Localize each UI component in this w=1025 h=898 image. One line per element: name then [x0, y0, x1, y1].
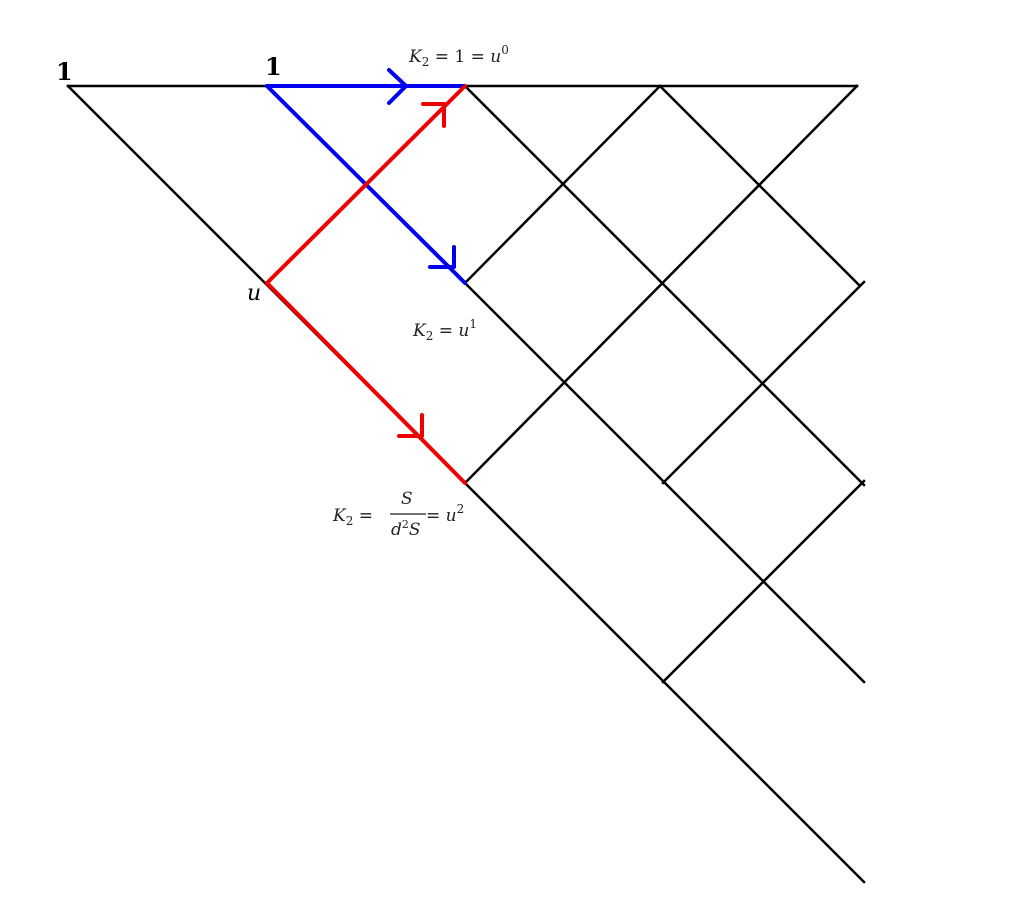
grid-lines	[66, 84, 866, 884]
diag-down-1	[463, 84, 866, 487]
top-left-one-label: 1	[56, 57, 73, 86]
k2-u2-label: K2 = S d2S = u2	[332, 489, 464, 540]
svg-text:= u2: = u2	[426, 502, 464, 526]
diag-up-3	[661, 280, 866, 485]
diag-up-4	[661, 479, 866, 684]
diag-up-2	[463, 84, 859, 485]
svg-text:K2 =: K2 =	[332, 506, 373, 528]
blue-arrowhead-diag	[428, 245, 456, 269]
red-path	[265, 84, 467, 485]
red-arrowhead-down	[397, 413, 424, 438]
red-up-edge	[265, 84, 467, 285]
red-down-edge	[265, 281, 467, 485]
k2-u0-label: K2 = 1 = u0	[408, 43, 509, 69]
u-vertex-label: u	[247, 281, 261, 306]
blue-arrowhead-top	[387, 68, 408, 105]
red-arrowhead-up	[421, 102, 446, 128]
svg-text:S: S	[401, 489, 413, 509]
diag-up-1	[463, 84, 662, 285]
k2-u1-label: K2 = u1	[412, 317, 477, 343]
top-mid-one-label: 1	[265, 52, 282, 81]
svg-text:d2S: d2S	[391, 518, 421, 540]
